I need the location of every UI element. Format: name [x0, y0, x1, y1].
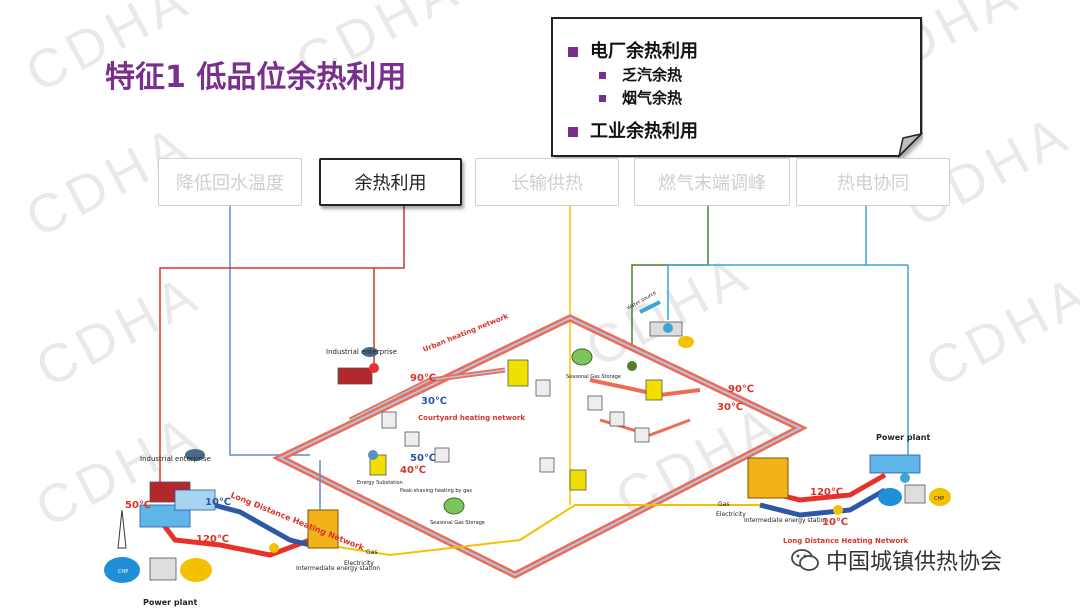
factory-icon: [337, 367, 373, 385]
label-electricity-left: Electricity: [344, 560, 374, 567]
heat-node-icon: [269, 543, 279, 553]
heat-node-icon: [369, 363, 379, 373]
power-plant-building-icon: [149, 557, 177, 581]
label-power-plant-right: Power plant: [876, 433, 930, 442]
label-electricity-right: Electricity: [716, 511, 746, 518]
label-gas-left: Gas: [366, 549, 377, 556]
label-urban-network: Urban heating network: [422, 312, 510, 354]
smoke-icon: [185, 449, 205, 461]
heat-exchanger-icon: [174, 489, 216, 511]
long-distance-return-left: [194, 497, 311, 548]
building-icon: [535, 379, 551, 397]
note-frame: [551, 17, 923, 158]
page-title: 特征1 低品位余热利用: [105, 60, 407, 95]
note-box: 电厂余热利用 乏汽余热 烟气余热 工业余热利用: [551, 17, 923, 158]
temp-label-30-left: 30℃: [421, 396, 447, 407]
footer-brand: 中国城镇供热协会: [790, 544, 1002, 576]
energy-substation: [569, 469, 587, 491]
gas-storage-icon: [571, 348, 593, 366]
intermediate-station-right: [747, 457, 789, 499]
temp-label-40: 40℃: [400, 465, 426, 476]
transmission-tower-icon: [117, 509, 127, 549]
long-distance-supply-left: [158, 518, 311, 558]
power-plant-tank-icon: [180, 558, 212, 582]
label-chp-left: CHP: [118, 569, 128, 575]
category-box-gas-peak[interactable]: 燃气末端调峰: [634, 158, 790, 206]
label-energy-substation: Energy Substation: [357, 480, 403, 486]
heat-node-icon: [833, 505, 843, 515]
power-plant-tank-icon: [929, 488, 951, 506]
label-industrial-left: Industrial enterprise: [140, 455, 211, 463]
connector-line-red: [159, 206, 405, 500]
label-intermediate-left: Intermediate energy station: [296, 565, 380, 572]
category-box-return-temp[interactable]: 降低回水温度: [158, 158, 302, 206]
power-plant-tank-icon: [104, 557, 140, 583]
label-water-source: Water source: [626, 290, 658, 312]
urban-network-loop: [272, 314, 808, 579]
label-peak-shaving: Peak-shaving heating by gas: [400, 488, 472, 494]
connector-line-blue: [229, 206, 310, 456]
heat-exchanger-icon: [139, 504, 191, 528]
label-chp-right: CHP: [934, 496, 944, 502]
building-icon: [381, 411, 397, 429]
wechat-icon: [791, 549, 819, 571]
label-seasonal-gas-bottom: Seasonal Gas Storage: [430, 520, 485, 526]
label-long-distance-right: Long Distance Heating Network: [783, 537, 909, 545]
smoke-icon: [362, 347, 378, 357]
note-item-exhaust-steam: 乏汽余热: [599, 64, 682, 85]
label-gas-right: Gas: [718, 501, 729, 508]
building-icon: [587, 395, 603, 411]
inner-pipe: [349, 369, 506, 421]
building-icon: [539, 457, 555, 473]
intermediate-station-left: [307, 509, 339, 549]
energy-substation: [645, 379, 663, 401]
power-plant-building-icon: [904, 484, 926, 504]
temp-label-50: 50℃: [410, 453, 436, 464]
connector-line-cyan: [667, 206, 867, 320]
power-plant-tank-icon: [878, 488, 902, 506]
temp-label-50-left: 50℃: [125, 500, 151, 511]
building-icon: [404, 431, 420, 447]
long-distance-return-right: [759, 487, 887, 518]
temp-label-90-right: 90℃: [728, 384, 754, 395]
heat-exchanger-icon: [869, 454, 921, 474]
temp-label-10-left: 10℃: [205, 497, 231, 508]
energy-substation: [507, 359, 529, 387]
label-courtyard-network: Courtyard heating network: [418, 414, 525, 422]
temp-label-120-left: 120℃: [196, 534, 229, 545]
label-power-plant-left: Power plant: [143, 598, 197, 607]
water-source-icon: [639, 300, 661, 314]
category-box-waste-heat[interactable]: 余热利用: [319, 158, 462, 206]
temp-label-10-right: 10℃: [822, 517, 848, 528]
building-icon: [634, 427, 650, 443]
label-seasonal-gas-top: Seasonal Gas Storage: [566, 374, 621, 380]
note-item-industrial: 工业余热利用: [568, 117, 698, 143]
temp-label-30-right: 30℃: [717, 402, 743, 413]
temp-label-90-left: 90℃: [410, 373, 436, 384]
note-item-flue-gas: 烟气余热: [599, 87, 682, 108]
label-intermediate-right: Intermediate energy station: [744, 517, 828, 524]
heat-node-icon: [368, 450, 378, 460]
urban-network-inner: [277, 316, 803, 577]
heat-node-icon: [627, 361, 637, 371]
category-box-long-distance[interactable]: 长输供热: [475, 158, 619, 206]
heat-node-icon: [663, 323, 673, 333]
building-icon: [609, 411, 625, 427]
tank-icon: [678, 336, 694, 348]
note-item-power-plant: 电厂余热利用: [568, 37, 698, 63]
category-box-chp-synergy[interactable]: 热电协同: [796, 158, 950, 206]
building-icon: [434, 447, 450, 463]
label-industrial-top: Industrial enterprise: [326, 348, 397, 356]
gas-storage-icon: [443, 497, 465, 515]
footer-text: 中国城镇供热协会: [826, 550, 1003, 575]
inner-pipe: [589, 378, 701, 398]
temp-label-120-right: 120℃: [810, 487, 843, 498]
heat-node-icon: [900, 473, 910, 483]
